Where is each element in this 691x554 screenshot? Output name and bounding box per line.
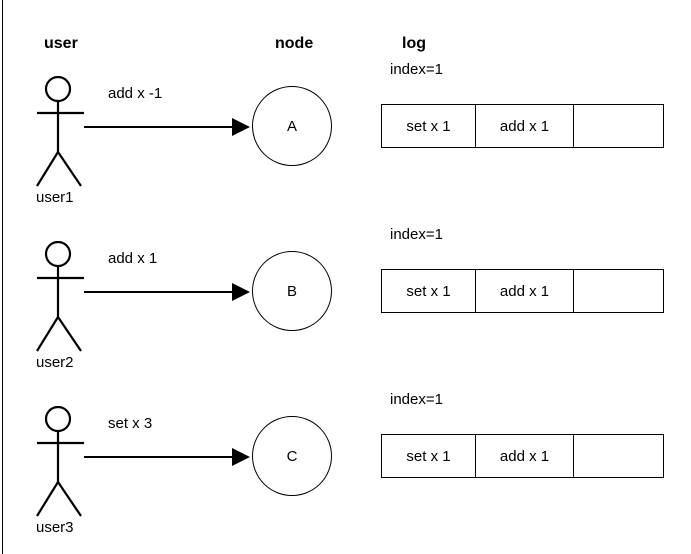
log-cell: add x 1 <box>476 435 574 477</box>
actor-label: user1 <box>36 189 74 206</box>
actor-label: user3 <box>36 519 74 536</box>
interaction-row: user1 add x -1 A index=1 set x 1 add x 1 <box>0 0 691 205</box>
log-cell: add x 1 <box>476 105 574 147</box>
node-label: C <box>286 447 298 465</box>
log-cell: set x 1 <box>382 105 476 147</box>
message-label: add x 1 <box>108 250 158 267</box>
log-table: set x 1 add x 1 <box>381 434 664 478</box>
interaction-row: user3 set x 3 C index=1 set x 1 add x 1 <box>0 330 691 535</box>
column-header-log: log <box>402 35 426 52</box>
log-cell: add x 1 <box>476 270 574 312</box>
interaction-row: user2 add x 1 B index=1 set x 1 add x 1 <box>0 165 691 370</box>
actor-label: user2 <box>36 354 74 371</box>
log-cell: set x 1 <box>382 270 476 312</box>
log-index-label: index=1 <box>390 391 443 408</box>
log-cell: set x 1 <box>382 435 476 477</box>
log-cell-empty <box>574 105 662 147</box>
node-circle: C <box>252 416 332 496</box>
log-index-label: index=1 <box>390 61 443 78</box>
stick-figure-icon <box>36 406 106 518</box>
message-label: add x -1 <box>108 85 163 102</box>
left-border-rule <box>2 0 3 554</box>
message-arrow <box>84 442 250 472</box>
column-header-user: user <box>44 35 78 52</box>
node-circle: A <box>252 86 332 166</box>
log-cell-empty <box>574 270 662 312</box>
column-header-node: node <box>275 35 314 52</box>
message-label: set x 3 <box>108 415 153 432</box>
stick-figure-icon <box>36 241 106 353</box>
message-arrow <box>84 112 250 142</box>
node-label: B <box>286 282 297 300</box>
log-table: set x 1 add x 1 <box>381 104 664 148</box>
message-arrow <box>84 277 250 307</box>
log-index-label: index=1 <box>390 226 443 243</box>
log-cell-empty <box>574 435 662 477</box>
log-table: set x 1 add x 1 <box>381 269 664 313</box>
stick-figure-icon <box>36 76 106 188</box>
node-circle: B <box>252 251 332 331</box>
node-label: A <box>286 117 297 135</box>
